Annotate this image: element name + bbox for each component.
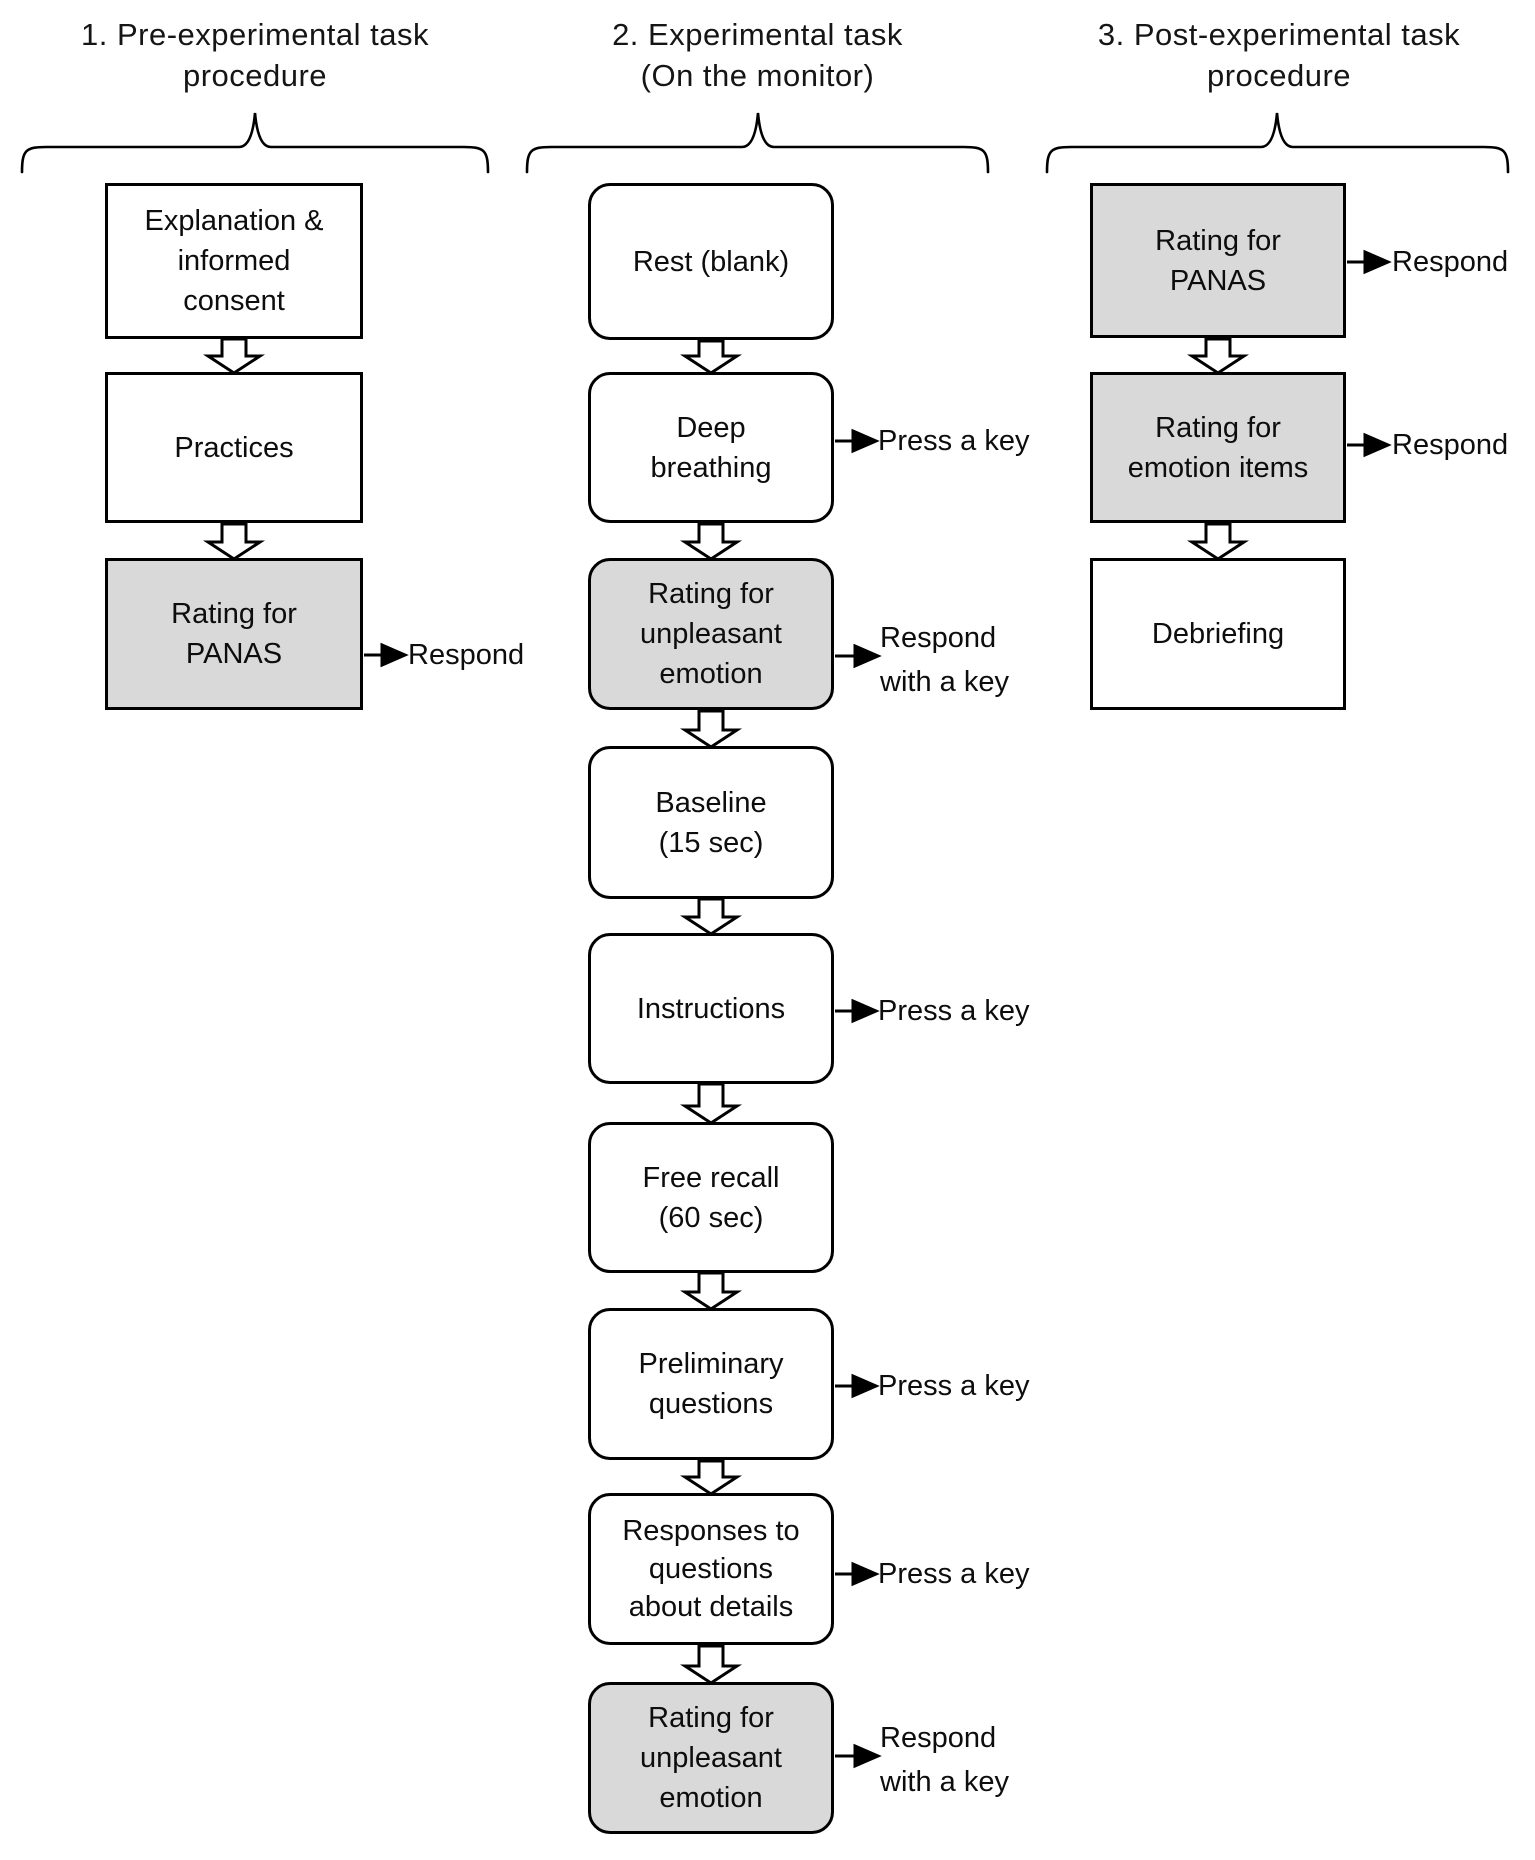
brace-column-1 bbox=[20, 112, 490, 174]
flow-box-label: Rating for PANAS bbox=[171, 598, 297, 670]
column-2-title: 2. Experimental task (On the monitor) bbox=[612, 17, 903, 93]
column-1-title: 1. Pre-experimental task procedure bbox=[81, 17, 429, 93]
down-arrow-icon bbox=[679, 709, 743, 749]
right-arrow-icon bbox=[1347, 249, 1392, 275]
right-arrow-icon bbox=[835, 643, 882, 669]
flow-box-label: Practices bbox=[174, 431, 294, 464]
down-arrow-icon bbox=[1186, 337, 1250, 375]
down-arrow-icon bbox=[679, 522, 743, 561]
flow-box-baseline-15sec: Baseline (15 sec) bbox=[588, 746, 834, 899]
right-arrow-icon bbox=[835, 1743, 882, 1769]
flow-box-rating-emotion-items: Rating for emotion items bbox=[1090, 372, 1346, 523]
side-label-press-key-responses: Press a key bbox=[878, 1558, 1030, 1590]
down-arrow-icon bbox=[1186, 522, 1250, 561]
flow-box-label: Instructions bbox=[636, 992, 786, 1025]
flow-box-preliminary-questions: Preliminary questions bbox=[588, 1308, 834, 1460]
down-arrow-icon bbox=[679, 1271, 743, 1311]
right-arrow-icon bbox=[835, 428, 880, 454]
down-arrows bbox=[202, 337, 1250, 1685]
flow-box-label: Rating for PANAS bbox=[1155, 224, 1281, 297]
side-label-respond-with-key-1: Respond with a key bbox=[880, 622, 1009, 698]
side-label-respond-panas-post: Respond bbox=[1392, 246, 1509, 278]
flow-box-label: Explanation & informed consent bbox=[144, 205, 324, 317]
down-arrow-icon bbox=[679, 339, 743, 375]
side-label-press-key-instructions: Press a key bbox=[878, 995, 1030, 1027]
down-arrow-icon bbox=[679, 897, 743, 936]
side-label-respond-pre: Respond bbox=[408, 639, 525, 671]
brace-column-2 bbox=[525, 112, 990, 174]
right-arrow-icon bbox=[835, 1561, 880, 1587]
right-arrow-icon bbox=[364, 642, 409, 668]
flow-box-explanation-informed-consent: Explanation & informed consent bbox=[105, 183, 363, 339]
flow-box-label: Rest (blank) bbox=[632, 245, 790, 278]
side-label-press-key-deep-breathing: Press a key bbox=[878, 425, 1030, 457]
flow-box-label: Responses to questions about details bbox=[622, 1515, 800, 1623]
flow-box-deep-breathing: Deep breathing bbox=[588, 372, 834, 523]
down-arrow-icon bbox=[679, 1459, 743, 1496]
flow-box-rating-unpleasant-emotion-1: Rating for unpleasant emotion bbox=[588, 558, 834, 710]
right-arrow-icon bbox=[835, 1373, 880, 1399]
right-arrow-icon bbox=[1347, 432, 1392, 458]
flow-box-rating-panas-post: Rating for PANAS bbox=[1090, 183, 1346, 338]
flow-box-rating-panas-pre: Rating for PANAS bbox=[105, 558, 363, 710]
flow-box-label: Rating for emotion items bbox=[1127, 411, 1309, 484]
flow-box-rest-blank: Rest (blank) bbox=[588, 183, 834, 340]
side-label-press-key-preliminary: Press a key bbox=[878, 1370, 1030, 1402]
flow-box-label: Rating for unpleasant emotion bbox=[640, 578, 782, 690]
down-arrow-icon bbox=[679, 1644, 743, 1685]
flow-box-rating-unpleasant-emotion-2: Rating for unpleasant emotion bbox=[588, 1682, 834, 1834]
flow-box-label: Deep breathing bbox=[650, 411, 772, 484]
flow-box-debriefing: Debriefing bbox=[1090, 558, 1346, 710]
down-arrow-icon bbox=[679, 1082, 743, 1125]
brace-column-3 bbox=[1045, 112, 1510, 174]
side-label-respond-with-key-2: Respond with a key bbox=[880, 1722, 1009, 1798]
flow-box-practices: Practices bbox=[105, 372, 363, 523]
right-arrow-icon bbox=[835, 998, 880, 1024]
flow-box-label: Free recall (60 sec) bbox=[642, 1161, 780, 1234]
down-arrow-icon bbox=[202, 522, 266, 561]
flow-box-label: Debriefing bbox=[1151, 618, 1285, 650]
flow-box-instructions: Instructions bbox=[588, 933, 834, 1084]
flow-box-responses-about-details: Responses to questions about details bbox=[588, 1493, 834, 1645]
column-3-title: 3. Post-experimental task procedure bbox=[1097, 17, 1461, 93]
flow-box-label: Rating for unpleasant emotion bbox=[640, 1702, 782, 1814]
flow-box-free-recall-60sec: Free recall (60 sec) bbox=[588, 1122, 834, 1273]
flow-box-label: Preliminary questions bbox=[638, 1348, 784, 1420]
side-arrows bbox=[364, 249, 1392, 1769]
down-arrow-icon bbox=[202, 337, 266, 375]
side-label-respond-emotion-items: Respond bbox=[1392, 429, 1509, 461]
flow-box-label: Baseline (15 sec) bbox=[655, 786, 767, 859]
